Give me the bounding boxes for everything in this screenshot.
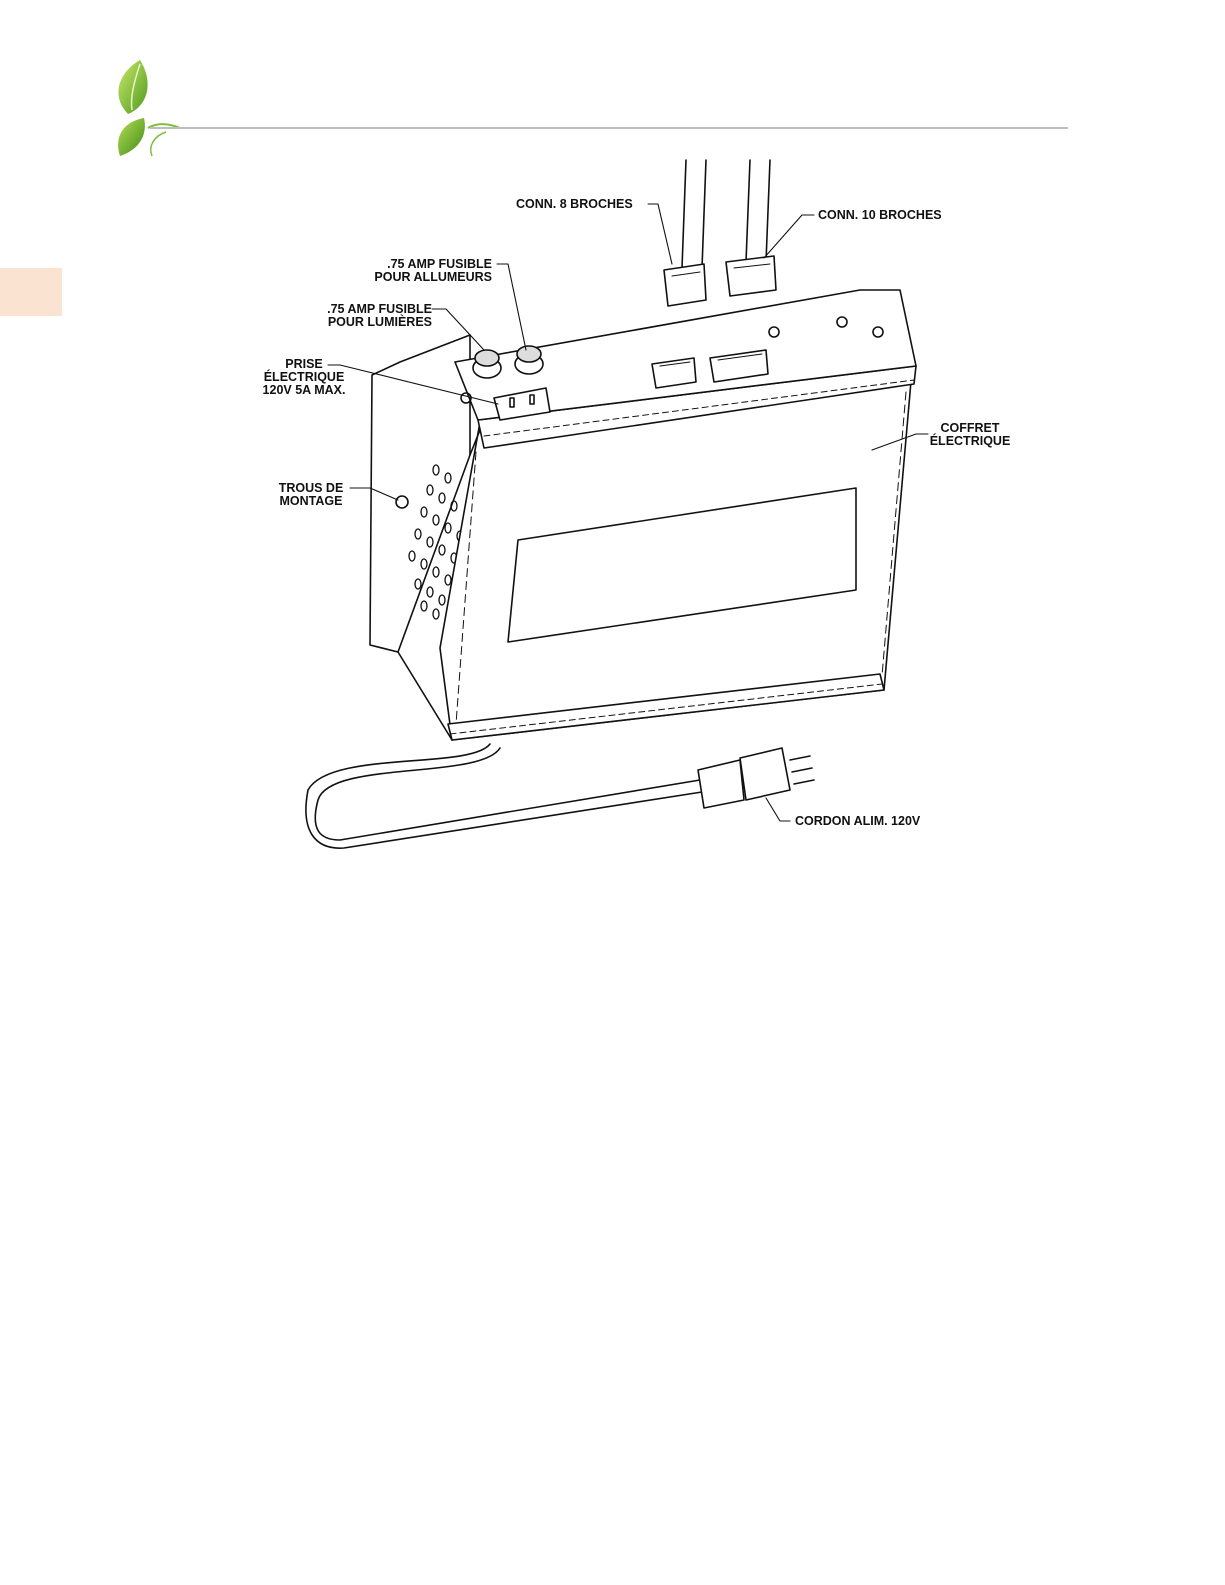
label-text: CONN. 8 BROCHES <box>516 198 633 211</box>
label-outlet: PRISE ÉLECTRIQUE 120V 5A MAX. <box>248 358 360 397</box>
label-control-box: COFFRET ÉLECTRIQUE <box>920 422 1020 448</box>
label-mounting-holes: TROUS DE MONTAGE <box>270 482 352 508</box>
label-conn-10-pin: CONN. 10 BROCHES <box>818 209 942 222</box>
label-line: ÉLECTRIQUE <box>920 435 1020 448</box>
label-text: CORDON ALIM. 120V <box>795 815 920 828</box>
wire-harness <box>664 160 776 306</box>
box-body <box>398 366 916 740</box>
label-line: POUR ALLUMEURS <box>360 271 492 284</box>
label-line: POUR LUMIÈRES <box>300 316 432 329</box>
label-fuse-lights: .75 AMP FUSIBLE POUR LUMIÈRES <box>300 303 432 329</box>
label-conn-8-pin: CONN. 8 BROCHES <box>516 198 633 211</box>
label-fuse-igniters: .75 AMP FUSIBLE POUR ALLUMEURS <box>360 258 492 284</box>
power-cord <box>306 744 814 848</box>
label-line: 120V 5A MAX. <box>248 384 360 397</box>
label-line: MONTAGE <box>270 495 352 508</box>
label-power-cord: CORDON ALIM. 120V <box>795 815 920 828</box>
label-text: CONN. 10 BROCHES <box>818 209 942 222</box>
